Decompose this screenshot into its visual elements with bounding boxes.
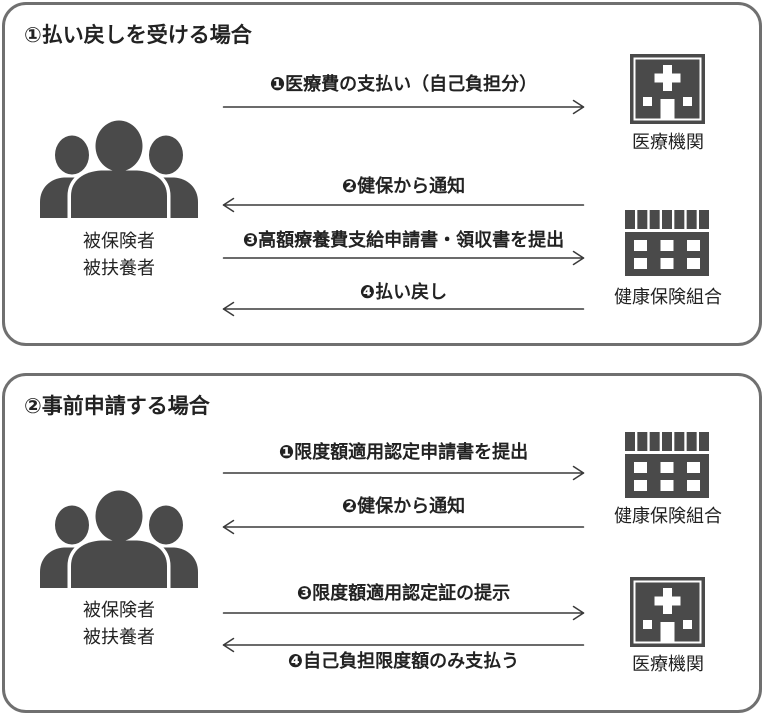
arrow-head	[222, 519, 235, 535]
arrow-head	[222, 197, 235, 213]
arrow-head	[222, 301, 235, 317]
bottom-party-label: 健康保険組合	[614, 287, 722, 308]
arrow-right-icon	[222, 465, 585, 481]
step-label: ❸高額療養費支給申請書・領収書を提出	[242, 230, 565, 251]
step-label: ❹払い戻し	[359, 282, 448, 303]
panel-advance-application-case: ②事前申請する場合 被保険者 被扶養者 健康保険組合 医療機関 ❶限度額適用認定…	[2, 373, 762, 713]
hospital-icon	[625, 577, 709, 647]
panel-title: ①払い戻しを受ける場合	[24, 23, 252, 47]
panel-reimbursement-case: ①払い戻しを受ける場合 被保険者 被扶養者 医療機関 健康保険組合 ❶医療費の支…	[2, 2, 762, 346]
insurance-building-graphic	[625, 432, 709, 498]
arrow-left-icon	[222, 637, 585, 653]
people-group-graphic	[40, 487, 198, 592]
insured-label: 被保険者	[83, 231, 155, 252]
arrow-right-icon	[222, 250, 585, 266]
people-group-icon	[40, 117, 198, 222]
bottom-party-label: 医療機関	[632, 654, 704, 675]
step-label: ❶医療費の支払い（自己負担分）	[269, 74, 538, 95]
dependent-label: 被扶養者	[83, 627, 155, 648]
arrow-left-icon	[222, 519, 585, 535]
arrow-head	[572, 465, 585, 481]
step-label: ❸限度額適用認定証の提示	[296, 583, 511, 604]
hospital-graphic	[629, 54, 705, 124]
people-group-icon	[40, 487, 198, 592]
dependent-label: 被扶養者	[83, 258, 155, 279]
panel-border	[2, 2, 762, 346]
step-label: ❷健保から通知	[341, 496, 466, 517]
top-party-label: 医療機関	[632, 132, 704, 153]
arrow-right-icon	[222, 605, 585, 621]
step-label: ❷健保から通知	[341, 176, 466, 197]
panel-title: ②事前申請する場合	[24, 394, 210, 418]
arrow-head	[572, 99, 585, 115]
insured-label: 被保険者	[83, 600, 155, 621]
insurance-building-icon	[625, 208, 709, 278]
arrow-left-icon	[222, 301, 585, 317]
insurance-building-graphic	[625, 210, 709, 276]
step-label: ❶限度額適用認定申請書を提出	[278, 442, 529, 463]
arrow-right-icon	[222, 99, 585, 115]
step-label: ❹自己負担限度額のみ支払う	[287, 651, 520, 672]
arrow-head	[222, 637, 235, 653]
insurance-building-icon	[625, 430, 709, 500]
top-party-label: 健康保険組合	[614, 506, 722, 527]
hospital-graphic	[629, 577, 705, 647]
insured-persons-label: 被保険者 被扶養者	[39, 597, 199, 651]
arrow-head	[572, 605, 585, 621]
arrow-left-icon	[222, 197, 585, 213]
people-group-graphic	[40, 117, 198, 222]
panel-border	[2, 373, 762, 713]
hospital-icon	[625, 54, 709, 124]
arrow-head	[572, 250, 585, 266]
insured-persons-label: 被保険者 被扶養者	[39, 228, 199, 282]
